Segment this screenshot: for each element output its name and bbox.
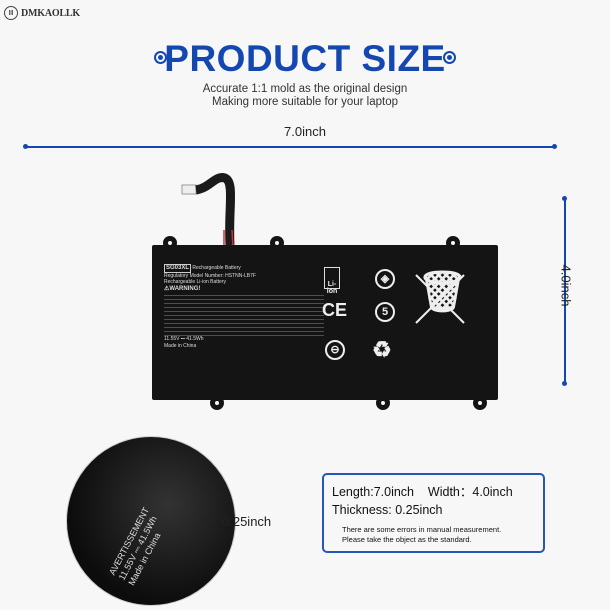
line-end — [562, 381, 567, 386]
origin-text: Made in China — [164, 342, 197, 349]
width-label: 4.0inch — [558, 264, 574, 307]
recycle-icon: ♻ — [372, 337, 392, 362]
crossed-out-icon — [415, 274, 465, 324]
brand-name: DMKAOLLK — [21, 7, 80, 19]
info-note-2: Please take the object as the standard. — [342, 535, 472, 544]
line-end — [23, 144, 28, 149]
li-ion-recycle-icon: Li-ion — [324, 267, 340, 295]
thickness-label: 0.25inch — [222, 514, 272, 529]
subtitle-line-2: Making more suitable for your laptop — [211, 96, 398, 108]
thickness-detail-zoom: AVERTISSEMENT 11.55V ⎓ 41.5Wh Made in Ch… — [66, 436, 236, 606]
battery-cable — [181, 173, 236, 249]
line-end — [562, 196, 567, 201]
connector — [181, 184, 197, 195]
logo-icon: Ⅲ — [4, 6, 18, 20]
battery-type: Rechargeable Battery — [192, 265, 241, 271]
brand-logo: Ⅲ DMKAOLLK — [4, 6, 80, 20]
weee-bin-icon: 🗑 — [417, 270, 468, 314]
battery-image: SG03XL Rechargeable Battery Regulatory M… — [152, 245, 498, 400]
zoom-detail-text: AVERTISSEMENT 11.55V ⎓ 41.5Wh Made in Ch… — [107, 505, 163, 588]
fine-print — [164, 292, 324, 336]
rating-text: 11.55V ⎓ 41.5Wh — [164, 336, 204, 342]
safety-mark-icon: ◈ — [375, 269, 395, 289]
epa-5-icon: 5 — [375, 302, 395, 322]
length-label: 7.0inch — [284, 124, 326, 139]
length-dimension-line — [25, 146, 555, 148]
regulatory-text: Regulatory Model Number: HSTNN-LB7F — [164, 272, 256, 279]
battery-model: SG03XL — [164, 264, 192, 273]
warning-text: ⚠WARNING! — [164, 285, 201, 292]
bullet-icon — [154, 51, 167, 64]
info-note-1: There are some errors in manual measurem… — [342, 525, 502, 534]
page-title: PRODUCT SIZE — [164, 38, 446, 79]
ce-mark: CE — [322, 300, 348, 320]
info-width: Width：4.0inch — [427, 485, 513, 499]
subtitle-line-1: Accurate 1:1 mold as the original design — [202, 83, 408, 95]
info-length: Length:7.0inch — [332, 485, 415, 499]
certification-icon: ⊖ — [325, 340, 345, 360]
chemistry-text: Rechargeable Li-ion Battery — [164, 279, 226, 285]
dimensions-info-box: Length:7.0inch Width：4.0inch Thickness: … — [322, 473, 545, 553]
bullet-icon — [443, 51, 456, 64]
line-end — [552, 144, 557, 149]
battery-label-text: SG03XL Rechargeable Battery Regulatory M… — [164, 264, 324, 349]
info-thickness: Thickness: 0.25inch — [332, 503, 443, 517]
width-dimension-line — [564, 198, 566, 384]
